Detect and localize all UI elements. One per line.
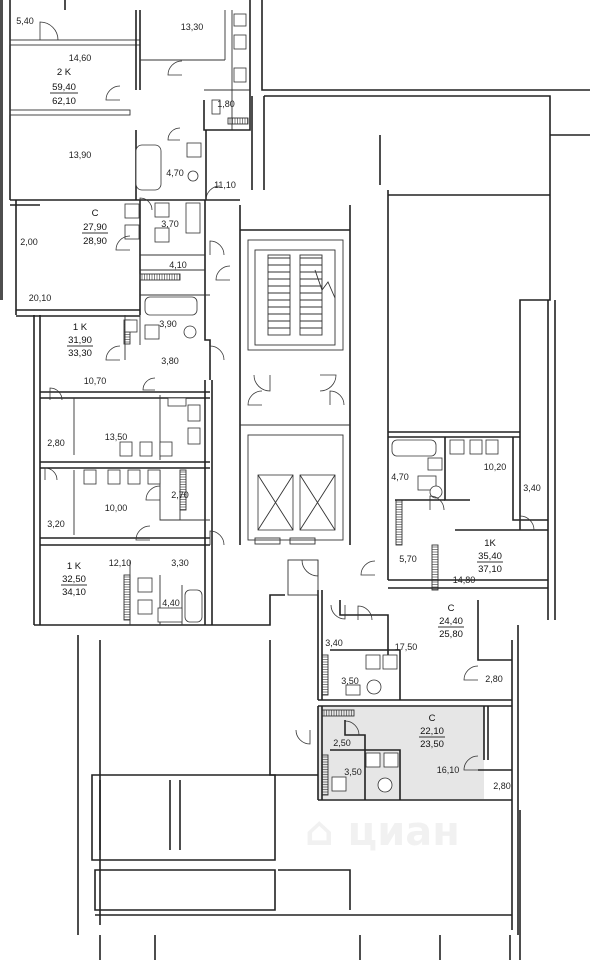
apt-c1-living: 27,90 bbox=[83, 222, 107, 233]
room-area: 3,40 bbox=[523, 483, 541, 493]
room-area-labels: 5,40 13,30 14,60 1,80 13,90 4,70 11,10 3… bbox=[16, 16, 541, 791]
apt-c3-total: 23,50 bbox=[420, 739, 444, 750]
room-area: 16,10 bbox=[437, 765, 460, 775]
room-area: 2,50 bbox=[333, 738, 351, 748]
room-area: 4,10 bbox=[169, 260, 187, 270]
apt-c2-total: 25,80 bbox=[439, 629, 463, 640]
room-area: 10,20 bbox=[484, 462, 507, 472]
room-area: 3,50 bbox=[344, 767, 362, 777]
room-area: 13,50 bbox=[105, 432, 128, 442]
apt-1k-b-total: 34,10 bbox=[62, 587, 86, 598]
apt-c1-type: C bbox=[92, 208, 99, 219]
hatched-elements bbox=[123, 117, 439, 796]
apt-2k-total: 62,10 bbox=[52, 96, 76, 107]
apt-c1-total: 28,90 bbox=[83, 236, 107, 247]
apt-1k-c-total: 37,10 bbox=[478, 564, 502, 575]
room-area: 11,10 bbox=[214, 180, 236, 190]
room-area: 4,40 bbox=[162, 598, 180, 608]
room-area: 10,70 bbox=[84, 376, 107, 386]
apt-c3-type: C bbox=[429, 713, 436, 724]
room-area: 2,70 bbox=[171, 490, 189, 500]
watermark-logo: ⌂ циан bbox=[305, 809, 460, 855]
apt-2k-living: 59,40 bbox=[52, 82, 76, 93]
room-area: 10,00 bbox=[105, 503, 128, 513]
room-area: 4,70 bbox=[391, 472, 409, 482]
room-area: 1,80 bbox=[217, 99, 235, 109]
room-area: 3,20 bbox=[47, 519, 65, 529]
apt-1k-a-type: 1 K bbox=[73, 322, 88, 333]
fixtures bbox=[83, 13, 499, 793]
room-area: 5,70 bbox=[399, 554, 417, 564]
room-area: 3,90 bbox=[159, 319, 177, 329]
room-area: 5,40 bbox=[16, 16, 34, 26]
room-area: 3,40 bbox=[325, 638, 343, 648]
room-area: 17,50 bbox=[395, 642, 418, 652]
apt-1k-a-total: 33,30 bbox=[68, 348, 92, 359]
room-area: 13,30 bbox=[181, 22, 204, 32]
stair-elevator-core bbox=[239, 205, 351, 545]
room-area: 2,80 bbox=[493, 781, 511, 791]
room-area: 4,70 bbox=[166, 168, 184, 178]
apt-c2-type: C bbox=[448, 603, 455, 614]
room-area: 2,80 bbox=[47, 438, 65, 448]
room-area: 13,90 bbox=[69, 150, 92, 160]
room-area: 3,80 bbox=[161, 356, 179, 366]
apartment-labels: 2 K 59,40 62,10 C 27,90 28,90 1 K 31,90 … bbox=[50, 67, 503, 750]
room-area: 3,70 bbox=[161, 219, 179, 229]
apt-2k-type: 2 K bbox=[57, 67, 72, 78]
room-area: 14,60 bbox=[69, 53, 92, 63]
room-area: 12,10 bbox=[109, 558, 132, 568]
room-area: 3,50 bbox=[341, 676, 359, 686]
room-area: 2,00 bbox=[20, 237, 38, 247]
apt-1k-b-living: 32,50 bbox=[62, 574, 86, 585]
apt-1k-b-type: 1 K bbox=[67, 561, 82, 572]
apt-c3-living: 22,10 bbox=[420, 726, 444, 737]
room-area: 20,10 bbox=[29, 293, 52, 303]
apt-1k-c-living: 35,40 bbox=[478, 551, 502, 562]
room-area: 2,80 bbox=[485, 674, 503, 684]
apt-1k-a-living: 31,90 bbox=[68, 335, 92, 346]
apt-c2-living: 24,40 bbox=[439, 616, 463, 627]
room-area: 14,80 bbox=[453, 575, 476, 585]
apt-1k-c-type: 1K bbox=[484, 538, 496, 549]
doors bbox=[39, 21, 535, 771]
room-area: 3,30 bbox=[171, 558, 189, 568]
